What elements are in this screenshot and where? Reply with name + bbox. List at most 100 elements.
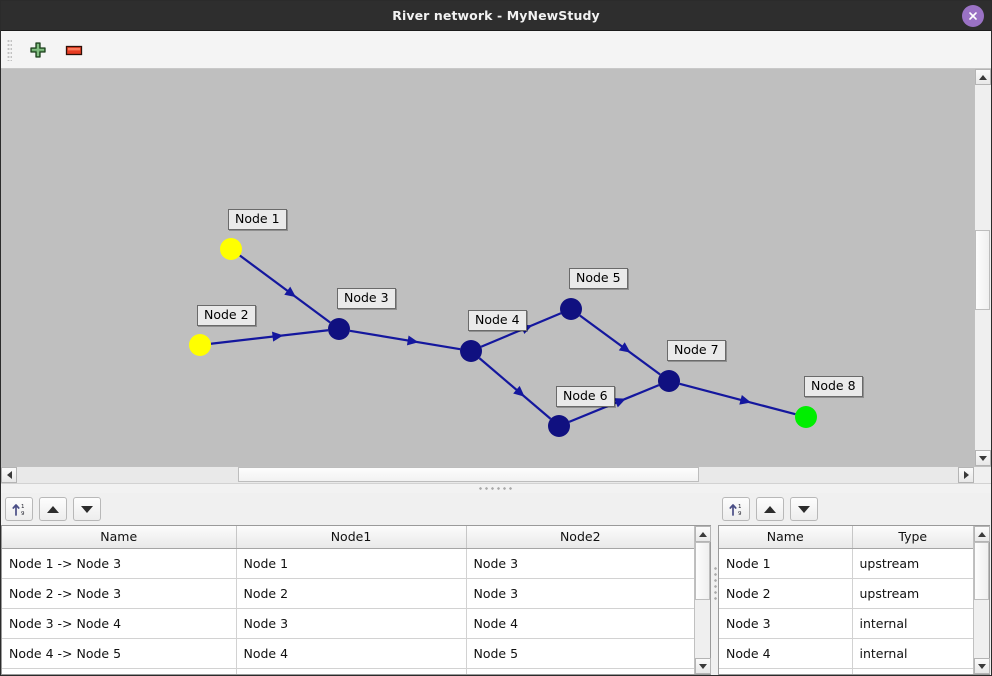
graph-node-label[interactable]: Node 5	[569, 268, 628, 289]
table-cell[interactable]: Node 2	[719, 578, 853, 609]
branches-column-header[interactable]: Node2	[466, 526, 694, 549]
delete-node-button[interactable]	[62, 38, 86, 62]
graph-node[interactable]	[220, 238, 242, 260]
table-cell[interactable]: Node 4	[466, 608, 694, 639]
graph-node-label[interactable]: Node 2	[197, 305, 256, 326]
table-cell[interactable]: upstream	[852, 548, 973, 579]
table-cell[interactable]: Node 5	[466, 638, 694, 669]
nodes-move-up-button[interactable]	[756, 497, 784, 521]
nodes-column-header[interactable]: Name	[719, 526, 853, 549]
scroll-left-button[interactable]	[1, 467, 17, 483]
table-cell[interactable]: Node 3	[466, 578, 694, 609]
horizontal-scroll-thumb[interactable]	[238, 467, 699, 482]
close-button[interactable]	[962, 5, 984, 27]
scroll-up-button[interactable]	[975, 69, 991, 85]
horizontal-splitter[interactable]	[1, 483, 991, 493]
table-cell[interactable]: Node 1	[236, 548, 467, 579]
table-cell[interactable]: Node 1 -> Node 3	[2, 548, 237, 579]
table-cell[interactable]: Node 3 -> Node 4	[2, 608, 237, 639]
graph-node[interactable]	[548, 415, 570, 437]
graph-node-label[interactable]: Node 3	[337, 288, 396, 309]
branches-move-down-button[interactable]	[73, 497, 101, 521]
vertical-splitter[interactable]	[712, 493, 718, 675]
graph-node[interactable]	[795, 406, 817, 428]
green-plus-icon	[30, 41, 46, 58]
branches-column-header[interactable]: Name	[2, 526, 237, 549]
graph-edge[interactable]	[579, 314, 661, 376]
sort-ascending-icon: 1 9	[12, 504, 25, 517]
triangle-right-icon	[963, 471, 969, 479]
table-cell[interactable]: Node 2 -> Node 3	[2, 578, 237, 609]
graph-edge[interactable]	[210, 329, 329, 345]
edge-arrow-icon	[513, 385, 525, 397]
graph-edge[interactable]	[478, 357, 552, 420]
branches-scroll-thumb[interactable]	[695, 542, 710, 600]
nodes-scroll-up-button[interactable]	[974, 526, 990, 542]
table-cell[interactable]: upstream	[852, 578, 973, 609]
graph-node-label[interactable]: Node 4	[468, 310, 527, 331]
nodes-vertical-scrollbar[interactable]	[973, 526, 990, 674]
table-cell[interactable]: Node 2	[236, 578, 467, 609]
graph-node-label[interactable]: Node 7	[667, 340, 726, 361]
scroll-right-button[interactable]	[958, 467, 974, 483]
graph-node[interactable]	[189, 334, 211, 356]
graph-node-label[interactable]: Node 8	[804, 376, 863, 397]
add-node-button[interactable]	[26, 38, 50, 62]
nodes-column-header[interactable]: Type	[852, 526, 973, 549]
table-cell[interactable]: Node 3	[236, 608, 467, 639]
graph-edge[interactable]	[679, 382, 796, 416]
river-network-canvas[interactable]: Node 1 Node 2 Node 3 Node 4 Node 5 Node 6 Node…	[1, 69, 974, 466]
branches-column-header[interactable]: Node1	[236, 526, 467, 549]
nodes-scroll-track[interactable]	[974, 542, 989, 658]
canvas-horizontal-scrollbar[interactable]	[1, 466, 991, 483]
toolbar-grip[interactable]	[7, 38, 12, 61]
graph-node[interactable]	[560, 298, 582, 320]
branches-sort-button[interactable]: 1 9	[5, 497, 33, 521]
nodes-scroll-down-button[interactable]	[974, 658, 990, 674]
triangle-up-icon	[764, 505, 776, 513]
graph-edge[interactable]	[239, 254, 331, 324]
nodes-scroll-thumb[interactable]	[974, 542, 989, 600]
vertical-scroll-track[interactable]	[975, 85, 991, 450]
branches-scroll-up-button[interactable]	[695, 526, 711, 542]
branches-move-up-button[interactable]	[39, 497, 67, 521]
nodes-move-down-button[interactable]	[790, 497, 818, 521]
branches-vertical-scrollbar[interactable]	[694, 526, 711, 674]
table-cell[interactable]: Node 1	[719, 548, 853, 579]
edge-arrow-icon	[739, 394, 752, 405]
table-cell[interactable]: Node 4	[236, 638, 467, 669]
table-cell[interactable]: Node 3	[719, 608, 853, 639]
graph-node[interactable]	[460, 340, 482, 362]
canvas-vertical-scrollbar[interactable]	[974, 69, 991, 466]
graph-node-label[interactable]: Node 6	[556, 386, 615, 407]
graph-node[interactable]	[658, 370, 680, 392]
scroll-down-button[interactable]	[975, 450, 991, 466]
graph-edge[interactable]	[349, 329, 461, 351]
triangle-down-icon	[699, 663, 707, 669]
horizontal-scroll-track[interactable]	[17, 467, 958, 483]
table-cell[interactable]: internal	[852, 608, 973, 639]
table-cell[interactable]: Node 3	[466, 548, 694, 579]
branches-scroll-track[interactable]	[695, 542, 710, 658]
nodes-sort-button[interactable]: 1 9	[722, 497, 750, 521]
vertical-scroll-thumb[interactable]	[975, 230, 990, 310]
table-cell[interactable]: Node 4	[719, 638, 853, 669]
graph-node-label[interactable]: Node 1	[228, 209, 287, 230]
table-cell[interactable]: Node 4 -> Node 5	[2, 638, 237, 669]
graph-node[interactable]	[328, 318, 350, 340]
branches-scroll-down-button[interactable]	[695, 658, 711, 674]
table-cell[interactable]: internal	[852, 638, 973, 669]
